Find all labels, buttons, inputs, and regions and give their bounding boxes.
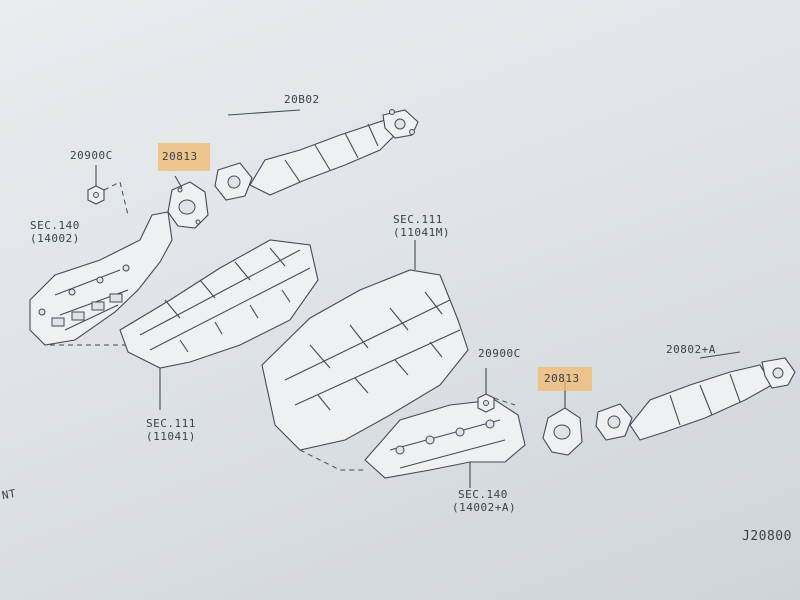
label-nut-upper: 20900C [70,149,113,162]
lower-catalytic-converter [595,351,796,441]
label-sec140-lower-title: SEC.140 [458,488,508,501]
upper-nut [87,165,129,216]
label-sec111-lower-ref: (11041) [146,430,196,443]
lower-manifold-dash [299,449,365,471]
label-gasket-upper: 20813 [162,150,198,163]
label-nut-lower: 20900C [478,347,521,360]
upper-cylinder-head [119,239,319,410]
lower-nut [477,368,516,413]
upper-catalytic-converter [214,109,419,201]
label-sec111-lower-title: SEC.111 [146,417,196,430]
drawing-id: J20800 [742,529,792,544]
label-sec111-upper-ref: (11041M) [393,226,450,239]
upper-gasket [167,181,209,229]
lower-cylinder-head [261,240,469,451]
gasket-upper-leader [174,175,183,189]
gasket-lower-highlight [538,367,592,391]
label-sec111-upper-title: SEC.111 [393,213,443,226]
lower-exhaust-manifold [364,399,526,488]
label-sec140-lower-ref: (14002+A) [452,501,517,514]
label-cat-lower: 20802+A [666,343,716,356]
upper-exhaust-manifold [29,211,173,346]
label-sec140-upper-title: SEC.140 [30,219,80,232]
label-sec140-upper-ref: (14002) [30,232,80,245]
edge-text: NT [0,486,18,503]
gasket-upper-highlight [158,143,210,171]
label-gasket-lower: 20813 [544,372,580,385]
lower-gasket [542,390,583,456]
label-cat-upper: 20B02 [284,93,320,106]
